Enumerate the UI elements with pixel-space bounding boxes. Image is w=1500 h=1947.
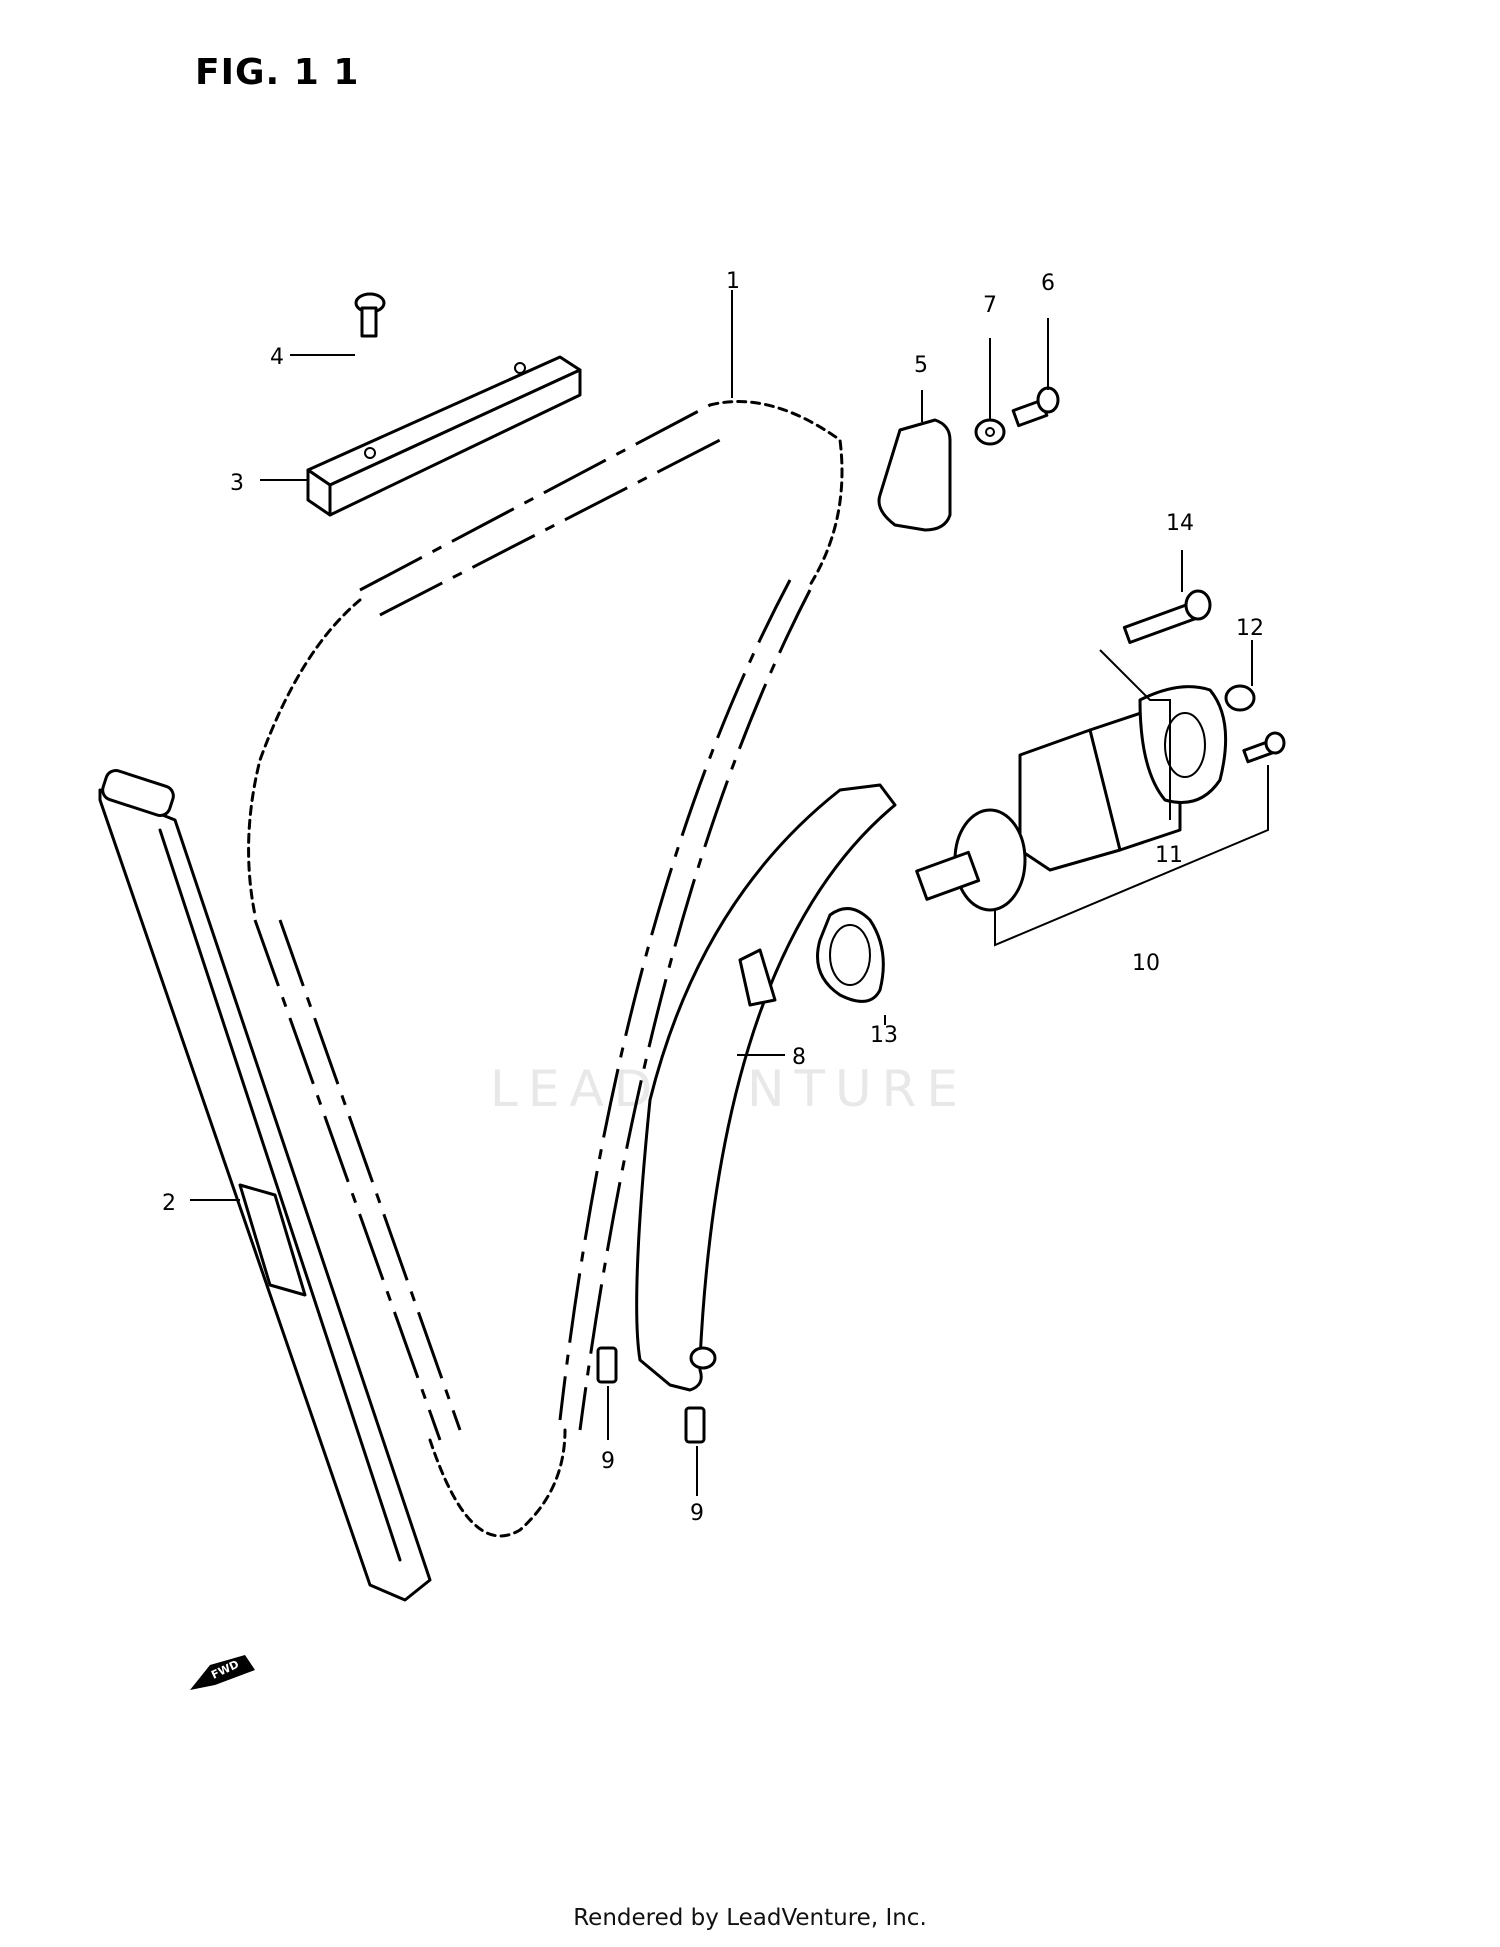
callout-2: 2 — [162, 1191, 176, 1216]
callout-5: 5 — [914, 353, 928, 378]
part-11-gasket — [1138, 685, 1228, 804]
footer-credit: Rendered by LeadVenture, Inc. — [573, 1905, 927, 1931]
part-7-washer — [974, 418, 1006, 446]
figure-title: FIG. 1 1 — [195, 52, 360, 93]
part-3-chain-guide — [306, 355, 582, 517]
callout-7: 7 — [983, 293, 997, 318]
callout-11: 11 — [1155, 843, 1183, 868]
callout-10: 10 — [1132, 951, 1160, 976]
part-9-dowel-pin-b — [684, 1406, 706, 1444]
callout-3: 3 — [230, 471, 244, 496]
part-9-dowel-pin-a — [596, 1346, 618, 1384]
part-13-gasket — [816, 907, 885, 1003]
callout-9b: 9 — [690, 1501, 704, 1526]
part-5-cushion — [877, 418, 952, 532]
part-2-rear-chain-guide — [98, 769, 432, 1602]
callout-1: 1 — [726, 269, 740, 294]
part-10-tensioner-assembly — [915, 708, 1182, 912]
part-6-bolt — [1011, 386, 1060, 428]
callout-6: 6 — [1041, 271, 1055, 296]
callout-12: 12 — [1236, 616, 1264, 641]
fwd-arrow-icon: FWD — [190, 1655, 255, 1690]
callout-8: 8 — [792, 1045, 806, 1070]
callout-13: 13 — [870, 1023, 898, 1048]
callout-9a: 9 — [601, 1449, 615, 1474]
part-12-plug — [1224, 684, 1256, 712]
leader-lines — [190, 290, 1269, 1496]
part-4-screw — [354, 292, 386, 338]
callout-4: 4 — [270, 345, 284, 370]
part-14-bolt — [1122, 589, 1212, 644]
part-1-cam-chain — [247, 400, 844, 1538]
tensioner-bolt-small — [1242, 731, 1286, 764]
callout-14: 14 — [1166, 511, 1194, 536]
part-8-tensioner-guide — [635, 783, 897, 1392]
